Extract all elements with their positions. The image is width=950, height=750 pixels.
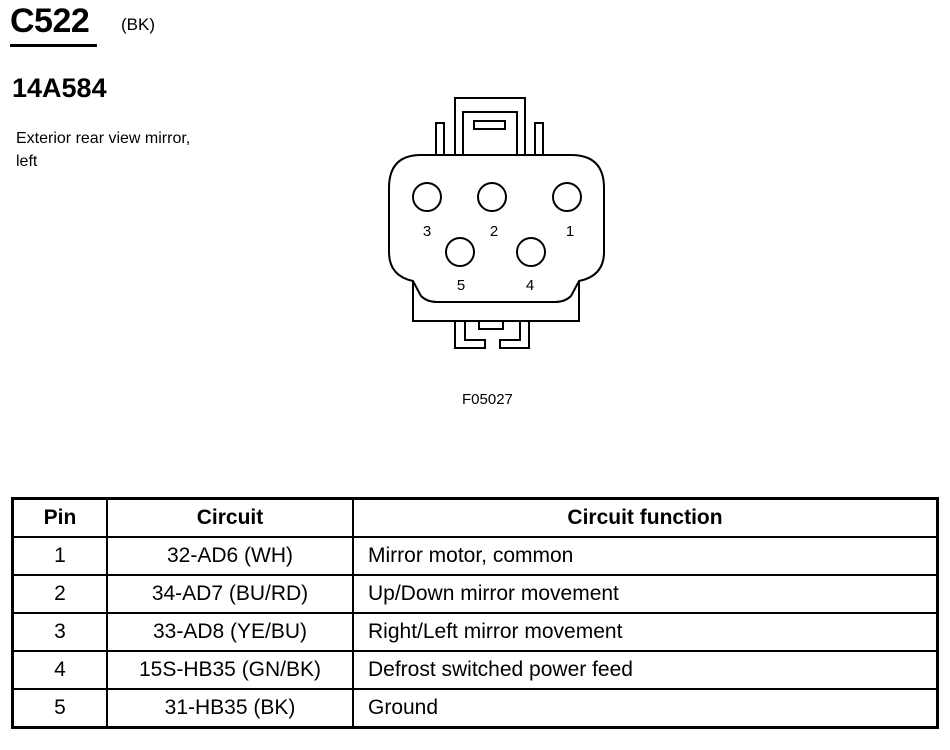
connector-id: C522 [10,2,90,40]
pin-label-3: 3 [423,223,431,240]
pin-cavity-2 [477,182,507,212]
cell-circuit-function: Ground [352,688,939,729]
connector-description: Exterior rear view mirror, left [16,130,191,170]
pin-cavity-1 [552,182,582,212]
column-header-pin: Pin [11,497,108,538]
connector-face-diagram: 3 2 1 5 4 [388,97,605,349]
table-header-row: Pin Circuit Circuit function [11,497,939,538]
column-header-circuit-function: Circuit function [352,497,939,538]
pin-cavity-4 [516,237,546,267]
connector-color: (BK) [121,15,155,34]
cell-pin: 1 [11,536,108,576]
table-row: 3 33-AD8 (YE/BU) Right/Left mirror movem… [11,612,939,652]
table-row: 2 34-AD7 (BU/RD) Up/Down mirror movement [11,574,939,614]
part-number: 14A584 [12,73,107,103]
cell-circuit: 32-AD6 (WH) [106,536,354,576]
table-row: 5 31-HB35 (BK) Ground [11,688,939,729]
pin-label-2: 2 [490,223,498,240]
table-row: 4 15S-HB35 (GN/BK) Defrost switched powe… [11,650,939,690]
connector-body [388,154,605,303]
pin-label-4: 4 [526,277,534,294]
column-header-circuit: Circuit [106,497,354,538]
pin-label-5: 5 [457,277,465,294]
cell-circuit: 34-AD7 (BU/RD) [106,574,354,614]
cell-pin: 2 [11,574,108,614]
cell-circuit-function: Up/Down mirror movement [352,574,939,614]
cell-circuit-function: Defrost switched power feed [352,650,939,690]
pin-cavity-3 [412,182,442,212]
cell-pin: 3 [11,612,108,652]
cell-circuit: 15S-HB35 (GN/BK) [106,650,354,690]
figure-id: F05027 [462,391,513,408]
cell-pin: 4 [11,650,108,690]
bottom-latch [454,320,530,349]
cell-circuit: 33-AD8 (YE/BU) [106,612,354,652]
cell-pin: 5 [11,688,108,729]
pin-cavity-5 [445,237,475,267]
table-row: 1 32-AD6 (WH) Mirror motor, common [11,536,939,576]
cell-circuit: 31-HB35 (BK) [106,688,354,729]
cell-circuit-function: Mirror motor, common [352,536,939,576]
cell-circuit-function: Right/Left mirror movement [352,612,939,652]
connector-id-underline [10,44,97,47]
pin-label-1: 1 [566,223,574,240]
pinout-table: Pin Circuit Circuit function 1 32-AD6 (W… [11,497,939,729]
top-latch [435,97,544,155]
